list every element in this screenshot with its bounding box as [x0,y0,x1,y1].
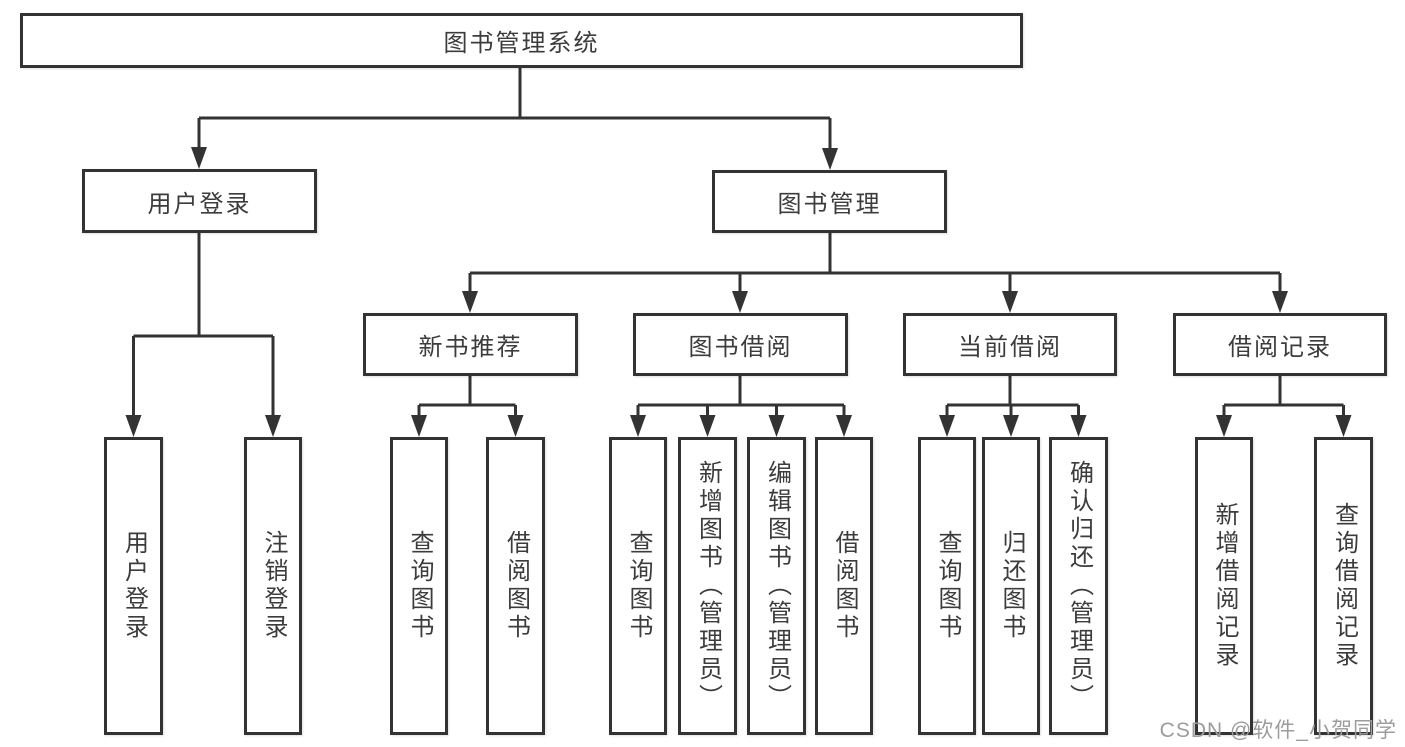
node-label: 查询图书 [406,530,433,642]
node-book-management: 图书管理 [712,170,947,233]
csdn-watermark: CSDN @软件_小贺同学 [1159,719,1397,742]
leaf-br-add-record: 新增借阅记录 [1195,437,1253,735]
leaf-logout: 注销登录 [244,437,302,735]
node-label: 查询图书 [625,530,652,642]
node-label: 注销登录 [260,530,287,642]
leaf-cb-return-books: 归还图书 [982,437,1040,735]
leaf-nbr-borrow-books: 借阅图书 [486,437,545,735]
node-label: 用户登录 [120,530,148,642]
node-current-borrowing: 当前借阅 [903,313,1117,376]
node-new-book-recommendation: 新书推荐 [363,313,578,376]
node-borrowing-records: 借阅记录 [1173,313,1387,376]
node-label: 图书借阅 [688,334,793,361]
leaf-bb-edit-books-admin: 编辑图书（管理员） [747,437,806,735]
leaf-cb-confirm-return-admin: 确认归还（管理员） [1049,437,1108,735]
node-label: 新增图书（管理员） [694,460,722,712]
node-label: 借阅记录 [1228,334,1332,361]
node-label: 当前借阅 [958,334,1062,361]
node-user-login: 用户登录 [82,169,317,233]
leaf-br-query-record: 查询借阅记录 [1314,437,1373,735]
node-label: 查询借阅记录 [1330,502,1358,670]
node-label: 新书推荐 [418,334,523,361]
node-label: 确认归还（管理员） [1065,460,1093,712]
leaf-bb-borrow-books: 借阅图书 [815,437,873,735]
leaf-user-login: 用户登录 [104,437,163,735]
node-label: 归还图书 [998,530,1025,642]
leaf-bb-query-books: 查询图书 [609,437,667,735]
node-label: 借阅图书 [831,530,858,642]
node-label: 借阅图书 [502,530,530,642]
leaf-bb-add-books-admin: 新增图书（管理员） [678,437,737,735]
node-label: 用户登录 [147,190,252,218]
node-label: 图书管理 [777,191,882,218]
arrowheads [125,147,1352,437]
node-book-borrowing: 图书借阅 [633,313,848,376]
node-label: 编辑图书（管理员） [763,460,791,712]
node-label: 图书管理系统 [443,30,600,57]
node-label: 查询图书 [934,530,961,642]
node-label: 新增借阅记录 [1211,502,1238,670]
tree-edges [132,68,1345,417]
node-library-management-system: 图书管理系统 [20,13,1023,68]
leaf-cb-query-books: 查询图书 [918,437,976,735]
leaf-nbr-query-books: 查询图书 [390,437,448,735]
